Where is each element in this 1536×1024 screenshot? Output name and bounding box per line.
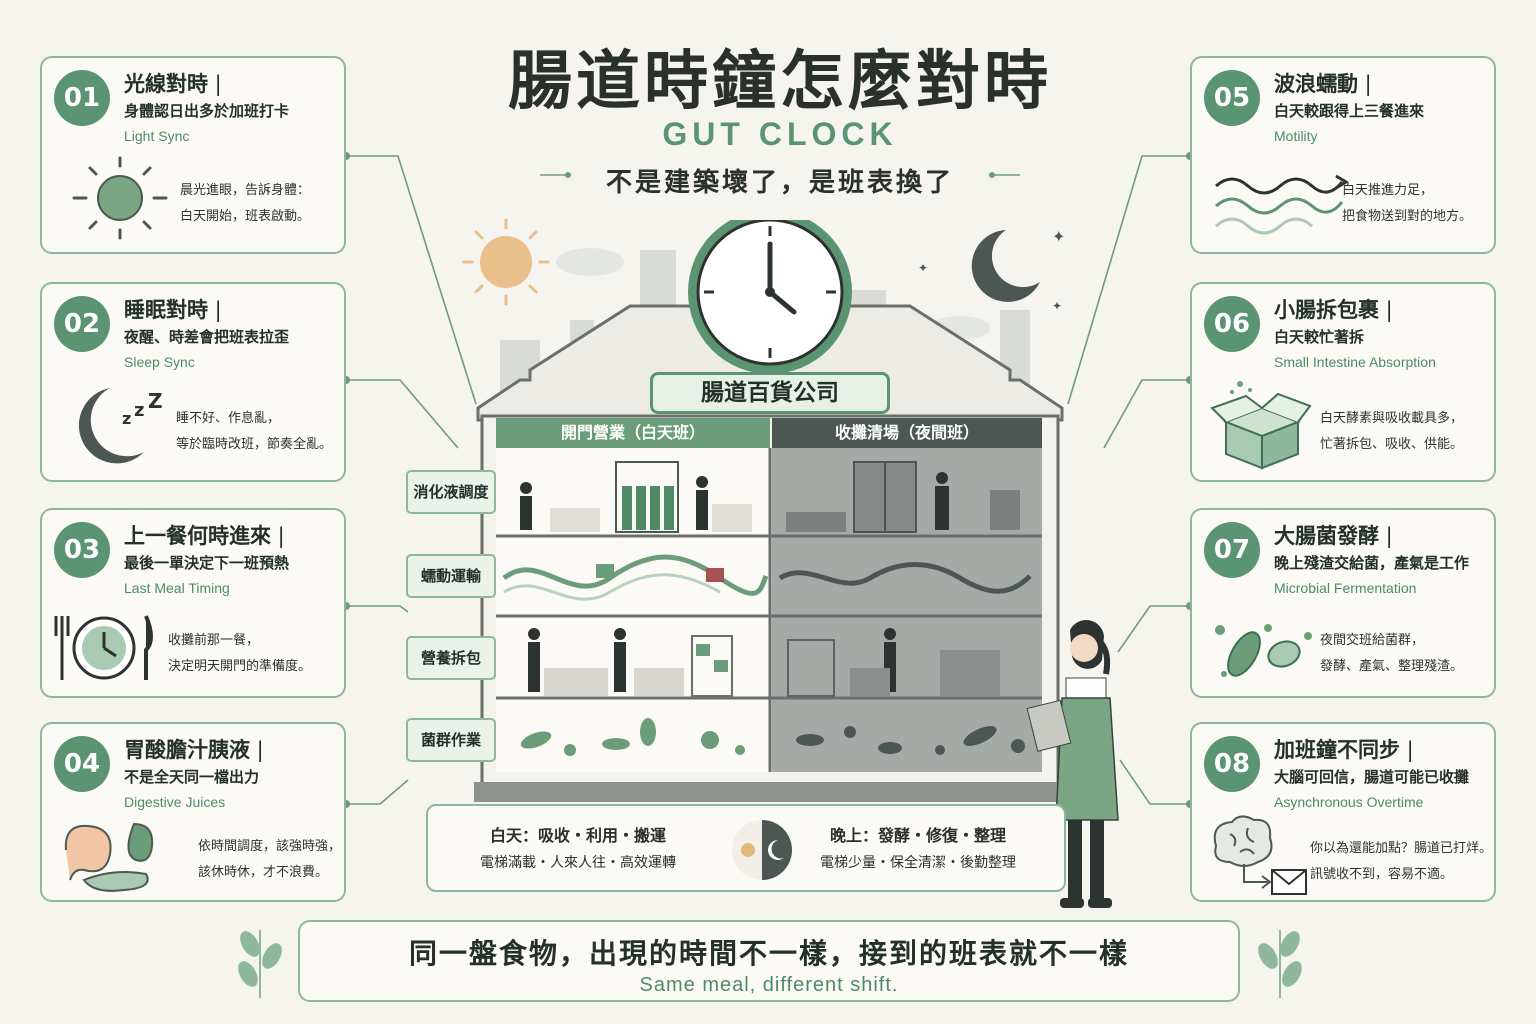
card-english: Microbial Fermentation (1274, 580, 1417, 596)
worker-woman-figure (1026, 620, 1119, 908)
card-microbial-fermentation: 07 大腸菌發酵 晚上殘渣交給菌，產氣是工作 Microbial Ferment… (1190, 508, 1496, 698)
card-desc-line1: 收攤前那一餐， (168, 633, 260, 648)
building-name-sign: 腸道百貨公司 (650, 372, 890, 414)
day-shift-header: 開門營業（白天班） (496, 418, 770, 448)
card-desc-line2: 該休時休，才不浪費。 (198, 865, 329, 880)
card-desc-line1: 晨光進眼，告訴身體： (180, 183, 311, 198)
page-subtitle: 不是建築壞了，是班表換了 (605, 168, 954, 198)
bacteria-icon (1215, 624, 1312, 677)
card-desc-line2: 忙著拆包、吸收、供能。 (1320, 437, 1464, 452)
card-number-badge: 05 (1204, 70, 1260, 126)
card-english: Motility (1274, 128, 1318, 144)
card-desc-line2: 發酵、產氣、整理殘渣。 (1320, 659, 1464, 674)
card-subtitle: 白天較忙著拆 (1274, 328, 1365, 346)
card-number-badge: 07 (1204, 522, 1260, 578)
sun-icon (72, 156, 168, 240)
card-desc-line1: 依時間調度，該強時強， (198, 839, 342, 854)
card-title: 波浪蠕動 (1274, 68, 1372, 98)
floor-label-motility: 蠕動運輸 (406, 554, 496, 598)
card-english: Digestive Juices (124, 794, 226, 810)
svg-text:Z: Z (148, 389, 163, 413)
svg-text:z: z (122, 409, 131, 428)
summary-night-line1: 晚上：發酵・修復・整理 (829, 826, 1006, 845)
card-desc-line1: 白天推進力足， (1342, 183, 1434, 198)
organs-icon (64, 822, 154, 892)
building-clock-icon (688, 220, 852, 374)
footer-english: Same meal, different shift. (639, 974, 899, 996)
moon-sleep-icon: z z Z (78, 388, 163, 464)
card-english: Asynchronous Overtime (1274, 794, 1424, 810)
card-asynchronous-overtime: 08 加班鐘不同步 大腦可回信，腸道可能已收攤 Asynchronous Ove… (1190, 722, 1496, 902)
brain-mail-icon (1213, 815, 1307, 895)
card-english: Last Meal Timing (124, 580, 230, 596)
box-icon (1210, 381, 1312, 470)
card-english: Sleep Sync (124, 354, 195, 370)
card-desc-line2: 決定明天開門的準備度。 (168, 659, 312, 674)
sky-sun-icon (462, 218, 550, 306)
card-english: Light Sync (124, 128, 190, 144)
plate-clock-icon (54, 615, 153, 680)
day-night-summary: 白天：吸收・利用・搬運 電梯滿載・人來人往・高效運轉 晚上：發酵・修復・整理 電… (426, 804, 1066, 892)
floor-label-microbes: 菌群作業 (406, 718, 496, 762)
card-title: 上一餐何時進來 (124, 520, 285, 550)
card-desc-line1: 夜間交班給菌群， (1320, 633, 1425, 648)
card-desc-line2: 把食物送到對的地方。 (1342, 209, 1473, 224)
card-subtitle: 不是全天同一檔出力 (124, 768, 260, 786)
card-desc-line1: 睡不好、作息亂， (176, 411, 281, 426)
card-number-badge: 01 (54, 70, 110, 126)
subtitle-dashes (540, 172, 1020, 178)
card-english: Small Intestine Absorption (1274, 354, 1436, 370)
floor-label-nutrients: 營養拆包 (406, 636, 496, 680)
day-night-toggle-icon (732, 820, 792, 880)
card-title: 小腸拆包裹 (1274, 294, 1393, 324)
card-title: 大腸菌發酵 (1274, 520, 1393, 550)
card-title: 加班鐘不同步 (1274, 734, 1414, 764)
card-sleep-sync: 02 睡眠對時 夜醒、時差會把班表拉歪 Sleep Sync z z Z 睡不好… (40, 282, 346, 482)
card-subtitle: 夜醒、時差會把班表拉歪 (124, 328, 290, 346)
card-motility: 05 波浪蠕動 白天較跟得上三餐進來 Motility 白天推進力足， 把食物送… (1190, 56, 1496, 254)
leaf-left-icon (238, 930, 282, 998)
card-subtitle: 最後一單決定下一班預熱 (124, 554, 290, 572)
svg-text:✦: ✦ (918, 261, 928, 275)
night-shift-header: 收攤清場（夜間班） (772, 418, 1042, 448)
card-subtitle: 身體認日出多於加班打卡 (124, 102, 290, 120)
page-title: 腸道時鐘怎麼對時 (508, 45, 1052, 119)
gut-building (474, 220, 1066, 802)
card-desc-line1: 你以為還能加點？腸道已打烊。 (1310, 841, 1493, 856)
card-title: 睡眠對時 (124, 294, 222, 324)
card-title: 光線對時 (124, 68, 222, 98)
card-number-badge: 03 (54, 522, 110, 578)
card-last-meal-timing: 03 上一餐何時進來 最後一單決定下一班預熱 Last Meal Timing … (40, 508, 346, 698)
leaf-right-icon (1258, 930, 1302, 998)
card-desc-line2: 等於臨時改班，節奏全亂。 (176, 437, 333, 452)
svg-text:z: z (134, 400, 144, 421)
card-desc-line2: 訊號收不到，容易不適。 (1310, 867, 1454, 882)
summary-day-line2: 電梯滿載・人來人往・高效運轉 (480, 855, 676, 871)
svg-text:✦: ✦ (1052, 227, 1065, 246)
summary-day-line1: 白天：吸收・利用・搬運 (489, 826, 666, 845)
sky-moon-icon (971, 230, 1040, 302)
card-subtitle: 晚上殘渣交給菌，產氣是工作 (1274, 554, 1470, 572)
card-number-badge: 02 (54, 296, 110, 352)
waves-icon (1215, 174, 1349, 235)
card-light-sync: 01 光線對時 身體認日出多於加班打卡 Light Sync 晨光進眼，告訴身體… (40, 56, 346, 254)
card-title: 胃酸膽汁胰液 (124, 734, 264, 764)
card-subtitle: 大腦可回信，腸道可能已收攤 (1274, 768, 1470, 786)
footer-chinese: 同一盤食物，出現的時間不一樣，接到的班表就不一樣 (408, 937, 1129, 970)
card-small-intestine: 06 小腸拆包裹 白天較忙著拆 Small Intestine Absorpti… (1190, 282, 1496, 482)
summary-night-line2: 電梯少量・保全清潔・後勤整理 (820, 855, 1016, 871)
svg-text:✦: ✦ (1052, 299, 1062, 313)
card-digestive-juices: 04 胃酸膽汁胰液 不是全天同一檔出力 Digestive Juices 依時間… (40, 722, 346, 902)
card-subtitle: 白天較跟得上三餐進來 (1274, 102, 1425, 120)
card-desc-line1: 白天酵素與吸收載具多， (1320, 411, 1464, 426)
footer-banner: 同一盤食物，出現的時間不一樣，接到的班表就不一樣 Same meal, diff… (298, 920, 1240, 1002)
card-number-badge: 08 (1204, 736, 1260, 792)
card-number-badge: 04 (54, 736, 110, 792)
card-number-badge: 06 (1204, 296, 1260, 352)
english-title: GUT CLOCK (662, 116, 898, 152)
card-desc-line2: 白天開始，班表啟動。 (180, 209, 311, 224)
floor-label-digestive-juice: 消化液調度 (406, 470, 496, 514)
